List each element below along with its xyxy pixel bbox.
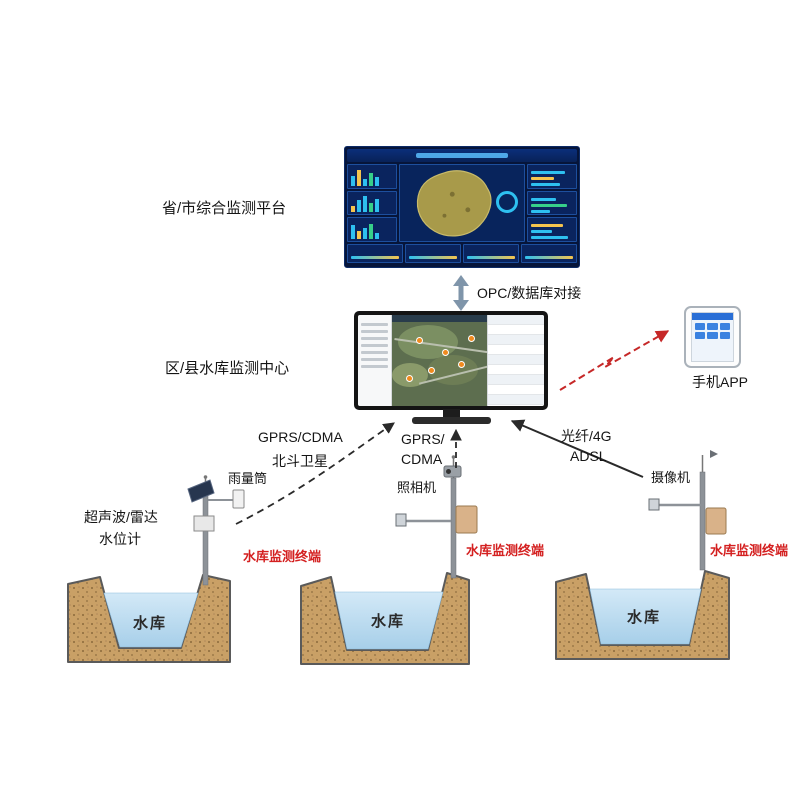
dashboard-panel: [347, 164, 397, 189]
dashboard-main: [347, 164, 577, 243]
camera-middle-label: 照相机: [397, 480, 437, 495]
station-left-terminal-box: [193, 515, 215, 532]
dashboard-map-panel: [399, 164, 525, 242]
monitor-screen-map: [358, 315, 544, 406]
water-level-label-line2: 水位计: [99, 531, 141, 547]
link-middle-line2: CDMA: [401, 451, 443, 467]
platform-label: 省/市综合监测平台: [162, 200, 287, 217]
dashboard-header: [347, 149, 577, 162]
dashboard-panel: [405, 244, 461, 263]
reservoir-label-right: 水库: [627, 609, 662, 626]
link-middle-line1: GPRS/: [401, 431, 445, 447]
dashboard-title-bar: [416, 153, 508, 158]
map-station-marker: [406, 375, 413, 382]
link-right-line1: 光纤/4G: [561, 428, 612, 444]
water-level-label-line1: 超声波/雷达: [84, 509, 158, 525]
dashboard-panel: [521, 244, 577, 263]
reservoir-middle-ground: [300, 572, 470, 665]
reservoir-left-water: [103, 592, 199, 648]
county-center-monitor: [354, 311, 548, 410]
monitor-stand-base: [412, 417, 491, 424]
reservoir-label-left: 水库: [133, 615, 168, 632]
reservoir-right: [555, 570, 730, 660]
terminal-label-right: 水库监测终端: [710, 543, 789, 558]
dashboard-panel: [527, 190, 577, 216]
camera-middle-icon: [443, 465, 462, 478]
reservoir-middle: [300, 572, 470, 665]
dashboard-panel: [527, 164, 577, 189]
station-middle: [395, 455, 478, 579]
center-label: 区/县水库监测中心: [165, 360, 290, 377]
station-middle-sensor: [395, 513, 407, 527]
link-left-line2: 北斗卫星: [272, 453, 328, 469]
arrow-gprs-beidou-left: [235, 422, 395, 525]
station-middle-terminal-box: [455, 505, 478, 534]
phone: [684, 306, 741, 368]
rain-gauge-label: 雨量筒: [228, 471, 268, 486]
opc-link-label: OPC/数据库对接: [477, 285, 582, 301]
arrow-to-phone-app: [559, 330, 670, 391]
station-right-terminal-box: [705, 507, 727, 535]
dashboard-bottom-row: [347, 244, 577, 263]
terminal-label-middle: 水库监测终端: [466, 543, 545, 558]
link-right-line2: ADSL: [570, 448, 607, 464]
dashboard-map: [416, 170, 492, 237]
camera-right-label: 摄像机: [651, 470, 691, 485]
phone-app-grid: [692, 320, 733, 342]
dashboard-panel: [347, 217, 397, 243]
dashboard-right-column: [527, 164, 577, 243]
station-right: [648, 450, 727, 571]
monitor-toolbar: [392, 315, 488, 322]
rain-gauge-icon: [232, 489, 245, 509]
terminal-label-left: 水库监测终端: [243, 549, 322, 564]
phone-app-header: [692, 313, 733, 320]
camera-right-icon: [648, 498, 660, 511]
province-platform-screen: [344, 146, 580, 268]
opc-double-arrow-icon: [453, 275, 469, 311]
map-station-marker: [442, 349, 449, 356]
reservoir-right-ground: [555, 570, 730, 660]
map-station-marker: [428, 367, 435, 374]
dashboard-gauge-ring: [496, 191, 518, 213]
link-left-line1: GPRS/CDMA: [258, 429, 343, 445]
phone-app-label: 手机APP: [692, 374, 749, 390]
map-station-marker: [468, 335, 475, 342]
phone-screen: [691, 312, 734, 362]
monitor-layer-panel: [358, 315, 392, 406]
station-left-antenna-tip: [203, 475, 208, 479]
station-left-pole: [202, 492, 209, 586]
dashboard-panel: [347, 244, 403, 263]
reservoir-middle-water: [334, 591, 444, 650]
dashboard-panel: [347, 190, 397, 216]
dashboard-left-column: [347, 164, 397, 243]
wind-vane-icon: [710, 450, 718, 458]
station-middle-pole: [450, 477, 457, 579]
dashboard-panel: [463, 244, 519, 263]
dashboard-panel: [527, 217, 577, 243]
solar-panel-icon: [187, 479, 215, 503]
arrow-fiber-4g-right: [510, 419, 644, 478]
monitor-stand-neck: [443, 409, 460, 418]
station-left: [187, 475, 245, 586]
reservoir-label-middle: 水库: [371, 613, 406, 630]
station-middle-antenna-tip: [451, 455, 456, 459]
camera-middle-lens: [446, 469, 451, 474]
map-station-marker: [458, 361, 465, 368]
map-station-marker: [416, 337, 423, 344]
monitor-data-table: [487, 315, 544, 406]
station-right-pole: [699, 471, 706, 571]
reservoir-right-water: [589, 588, 702, 645]
